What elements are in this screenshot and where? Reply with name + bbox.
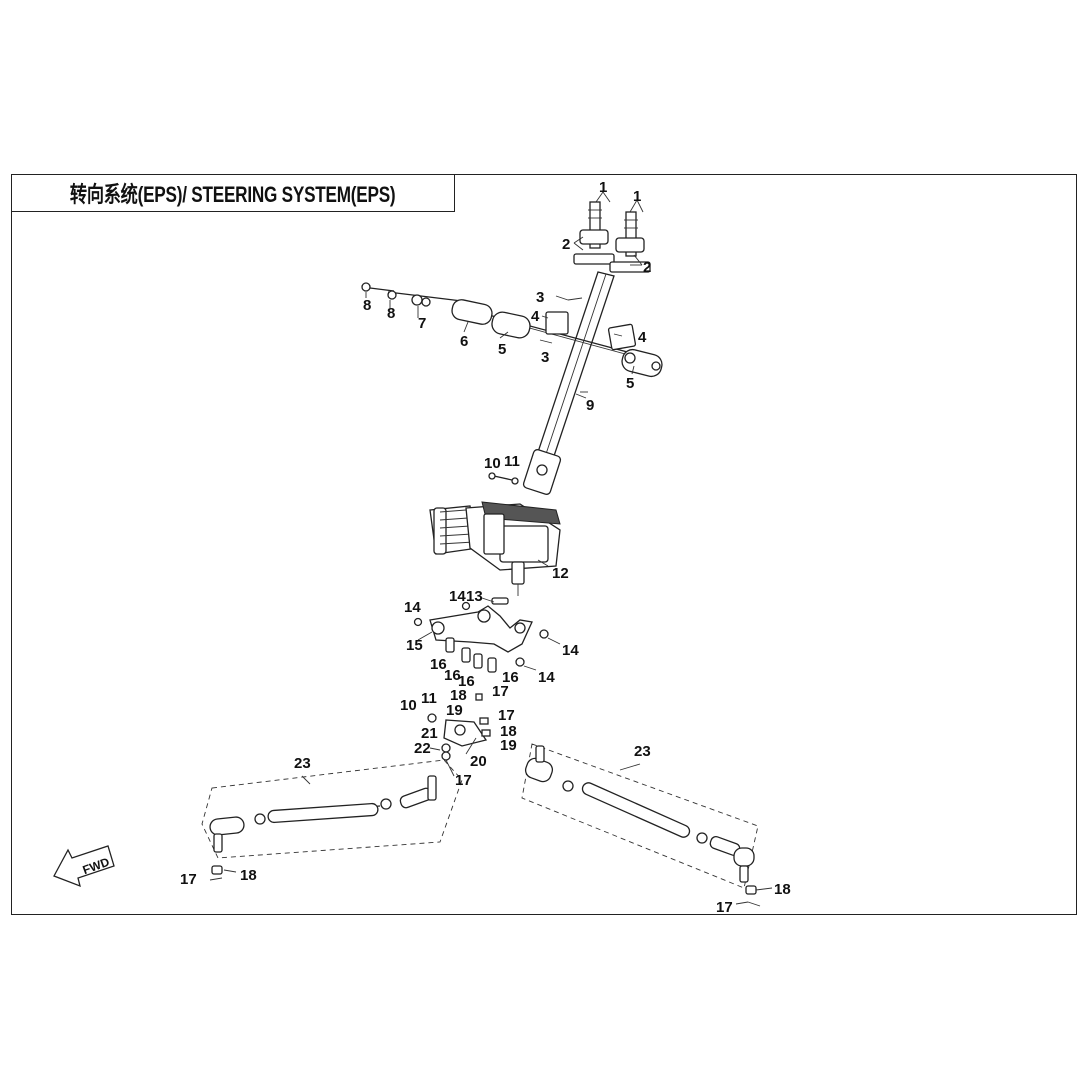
callout-17c: 17 <box>455 772 472 789</box>
callout-14c: 14 <box>562 642 579 659</box>
callout-14b: 14 <box>404 599 421 616</box>
callout-16a: 16 <box>430 656 447 673</box>
callout-7: 7 <box>418 315 426 332</box>
mount-bar-assembly <box>361 282 663 378</box>
joint-bolt-upper <box>488 472 519 485</box>
callout-10-upper: 10 <box>484 455 501 472</box>
callout-4a: 4 <box>531 308 540 325</box>
mounting-bracket <box>413 597 549 673</box>
callout-16d: 16 <box>502 669 519 686</box>
callout-23b: 23 <box>634 743 651 760</box>
callout-6: 6 <box>460 333 468 350</box>
lower-linkage-assembly <box>427 693 491 761</box>
callout-8a: 8 <box>363 297 371 314</box>
callout-18d: 18 <box>774 881 791 898</box>
callout-18a: 18 <box>450 687 467 704</box>
callout-5a: 5 <box>498 341 506 358</box>
callout-11-lower: 11 <box>421 690 437 707</box>
callout-21: 21 <box>421 725 438 742</box>
callout-8b: 8 <box>387 305 395 322</box>
callout-16c: 16 <box>458 673 475 690</box>
callout-1a: 1 <box>599 179 607 196</box>
callout-9: 9 <box>586 397 594 414</box>
callout-17e: 17 <box>716 899 733 916</box>
eps-motor-unit <box>429 501 561 596</box>
callout-numbers: 1 1 2 2 3 3 4 4 5 5 6 7 8 8 9 10 11 12 1… <box>180 179 791 916</box>
callout-17d: 17 <box>180 871 197 888</box>
callout-2b: 2 <box>643 259 651 276</box>
callout-22: 22 <box>414 740 431 757</box>
callout-13: 13 <box>466 588 483 605</box>
callout-18b: 18 <box>500 723 517 740</box>
callout-12: 12 <box>552 565 569 582</box>
steering-shaft <box>522 271 615 495</box>
callout-14a: 14 <box>449 588 466 605</box>
callout-19b: 19 <box>500 737 517 754</box>
callout-14d: 14 <box>538 669 555 686</box>
callout-15: 15 <box>406 637 423 654</box>
callout-18c: 18 <box>240 867 257 884</box>
callout-16b: 16 <box>444 667 461 684</box>
callout-23a: 23 <box>294 755 311 772</box>
right-tie-rod <box>521 743 761 907</box>
callout-3a: 3 <box>536 289 544 306</box>
callout-3b: 3 <box>541 349 549 366</box>
upper-mount-bolts <box>573 191 651 273</box>
callout-2a: 2 <box>562 236 570 253</box>
callout-19a: 19 <box>446 702 463 719</box>
title-box: 转向系统(EPS)/ STEERING SYSTEM(EPS) <box>11 174 455 212</box>
diagram-frame <box>11 174 1077 915</box>
callout-17b: 17 <box>498 707 515 724</box>
leader-lines <box>223 292 773 905</box>
callout-20: 20 <box>470 753 487 770</box>
callout-4b: 4 <box>638 329 647 346</box>
fwd-arrow-icon: FWD <box>53 845 115 888</box>
callout-17a: 17 <box>492 683 509 700</box>
callout-1b: 1 <box>633 188 641 205</box>
left-tie-rod <box>201 759 463 881</box>
callout-10-lower: 10 <box>400 697 417 714</box>
page-title: 转向系统(EPS)/ STEERING SYSTEM(EPS) <box>69 181 396 207</box>
callout-11-upper: 11 <box>504 453 520 470</box>
callout-5b: 5 <box>626 375 634 392</box>
